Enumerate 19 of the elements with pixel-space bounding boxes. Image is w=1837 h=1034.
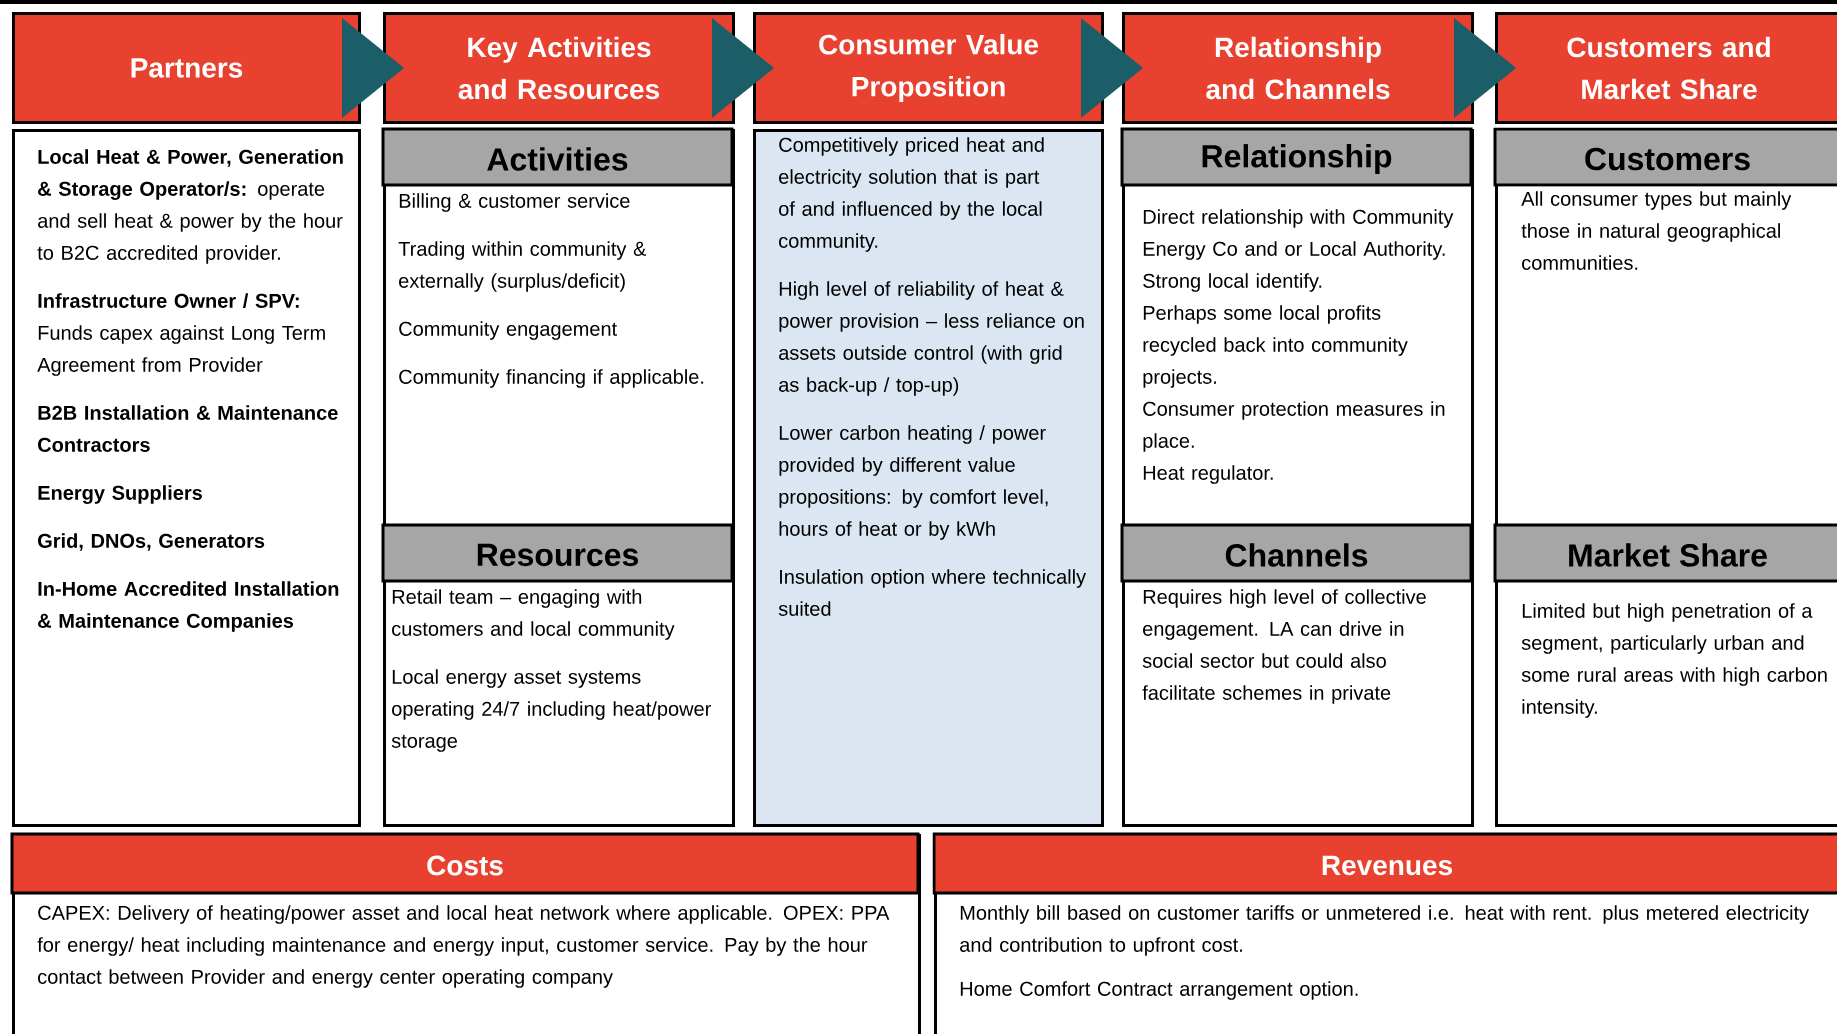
section-panel: Resources Retail team – engaging with customers and local community Local energy asset systems operating 24/7 including heat/power storage [381, 523, 735, 827]
text-panel: Competitively priced heat and electricity solution that is part of and influenced by the local community. High level of reliability of heat & power provision – less reliance on assets outside control (with grid as back-up / top-up) Lower carbon heating / power provided by different value propositions: by comfort level, hours of heat or by kWh Insulation option where technically suited [753, 129, 1104, 827]
text-panel: Local Heat & Power, Generation & Storage Operator/s: operate and sell heat & power by the hour to B2C accredited provider. Infrastructure Owner / SPV: Funds capex against Long Term Agreement from Provider B2B Installation & Maintenance Contractors Energy Suppliers Grid, DNOs, Generators In-Home Accredited Installation & Maintenance Companies [12, 129, 361, 827]
chevron-arrow [1453, 18, 1516, 118]
header-box: Consumer Value Proposition [753, 12, 1104, 124]
section-panel: Channels Requires high level of collective engagement. LA can drive in social sector but could also facilitate schemes in private [1120, 523, 1474, 827]
header-box: Partners [12, 12, 361, 124]
section-panel: Market Share Limited but high penetration of a segment, particularly urban and some rural areas with high carbon intensity. [1493, 523, 1837, 827]
section-panel: Activities Billing & customer service Trading within community & externally (surplus/deficit) Community engagement Community financing if applicable. [381, 127, 735, 528]
header-box: Key Activities and Resources [383, 12, 735, 124]
section-panel: Costs CAPEX: Delivery of heating/power asset and local heat network where applicable. OPEX: PPA for energy/ heat including maintenance and energy input, customer service. Pay by the hour contact between Provider and energy center operating company [10, 832, 921, 1034]
chevron-arrow [341, 18, 404, 118]
header-box: Customers and Market Share [1495, 12, 1837, 124]
section-panel: Revenues Monthly bill based on customer tariffs or unmetered i.e. heat with rent. plus metered electricity and contribution to upfront cost. Home Comfort Contract arrangement option. [932, 832, 1837, 1034]
section-panel: Relationship Direct relationship with Community Energy Co and or Local Authority. Strong local identify. Perhaps some local profits recycled back into community projects. Consumer protection measures in place. Heat regulator. [1120, 127, 1474, 528]
chevron-arrow [711, 18, 774, 118]
chevron-arrow [1080, 18, 1143, 118]
section-panel: Customers All consumer types but mainly those in natural geographical communities. [1493, 127, 1837, 528]
header-box: Relationship and Channels [1122, 12, 1474, 124]
